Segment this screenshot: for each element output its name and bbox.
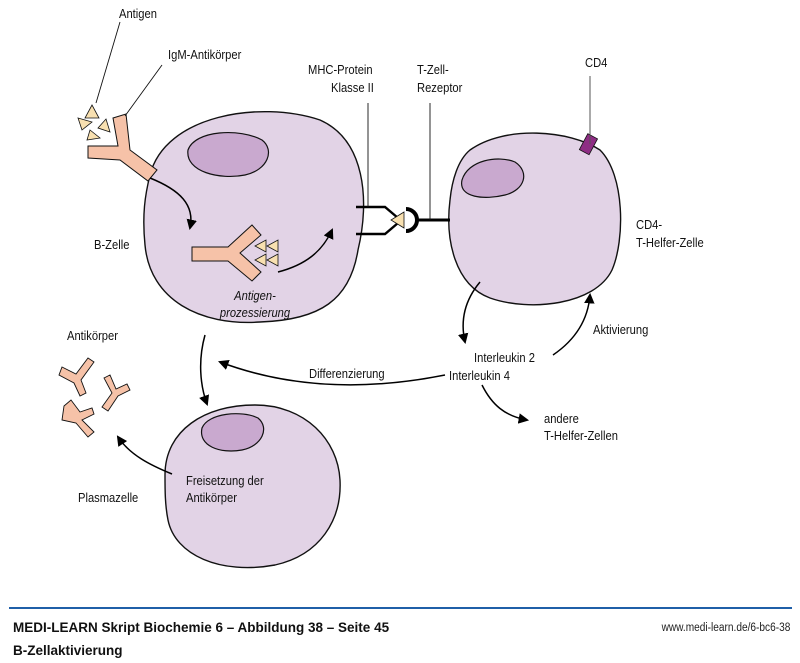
b-cell-label: B-Zelle (94, 237, 130, 252)
interleukin-2-label: Interleukin 2 (474, 350, 535, 365)
t-cell-receptor-icon (405, 207, 419, 233)
igm-antibody-icon (87, 113, 158, 182)
antibodies-label: Antikörper (67, 328, 118, 343)
differentiation-arrow (218, 360, 446, 386)
footer-url-link[interactable]: www.medi-learn.de/6-bc6-38 (661, 622, 790, 634)
other-t-helper-label-line2: T-Helfer-Zellen (544, 428, 618, 443)
mhc-label-line2: Klasse II (331, 80, 374, 95)
cd4-receptor-icon (578, 133, 599, 156)
other-t-helper-arrow (481, 384, 530, 424)
antigen-leader-line (95, 21, 121, 104)
figure-caption: B-Zellaktivierung (13, 643, 123, 658)
antigen-label: Antigen (119, 6, 157, 21)
footer-title: MEDI-LEARN Skript Biochemie 6 – Abbildun… (13, 620, 390, 635)
antigen-cluster-icon (77, 104, 111, 141)
footer-divider (9, 607, 792, 609)
cd4-label: CD4 (585, 55, 608, 70)
processing-label-line2: prozessierung (219, 305, 291, 320)
mhc-class-ii-icon (356, 205, 399, 236)
plasma-cell-nucleus (200, 413, 265, 452)
processing-label-line1: Antigen- (234, 288, 276, 303)
b-cell-nucleus (187, 131, 269, 178)
presentation-arrow (277, 228, 334, 273)
processed-antibody-icon (191, 224, 262, 282)
release-label-line1: Freisetzung der (186, 473, 264, 488)
free-antibodies-icon (58, 357, 131, 438)
tcr-label-line1: T-Zell- (417, 62, 449, 77)
t-helper-label-line2: T-Helfer-Zelle (636, 235, 704, 250)
presented-antigen-icon (390, 211, 405, 229)
igm-antibody-label: IgM-Antikörper (168, 47, 242, 62)
plasma-cell-label: Plasmazelle (78, 490, 139, 505)
maturation-arrow (199, 334, 210, 406)
interleukin-secretion-arrow (458, 281, 481, 345)
other-t-helper-label-line1: andere (544, 411, 579, 426)
tcr-label-line2: Rezeptor (417, 80, 463, 95)
mhc-label-line1: MHC-Protein (308, 62, 373, 77)
t-helper-cell (448, 132, 622, 306)
processed-antigen-icon (254, 239, 279, 267)
differentiation-label: Differenzierung (309, 366, 385, 381)
t-helper-nucleus (461, 158, 525, 198)
internalization-arrow (149, 177, 197, 231)
release-label-line2: Antikörper (186, 490, 237, 505)
interleukin-4-label: Interleukin 4 (449, 368, 510, 383)
activation-label: Aktivierung (593, 322, 649, 337)
t-helper-label-line1: CD4- (636, 217, 663, 232)
igm-leader-line (124, 64, 163, 117)
activation-arrow (552, 292, 595, 356)
antibody-release-arrow (116, 435, 173, 475)
